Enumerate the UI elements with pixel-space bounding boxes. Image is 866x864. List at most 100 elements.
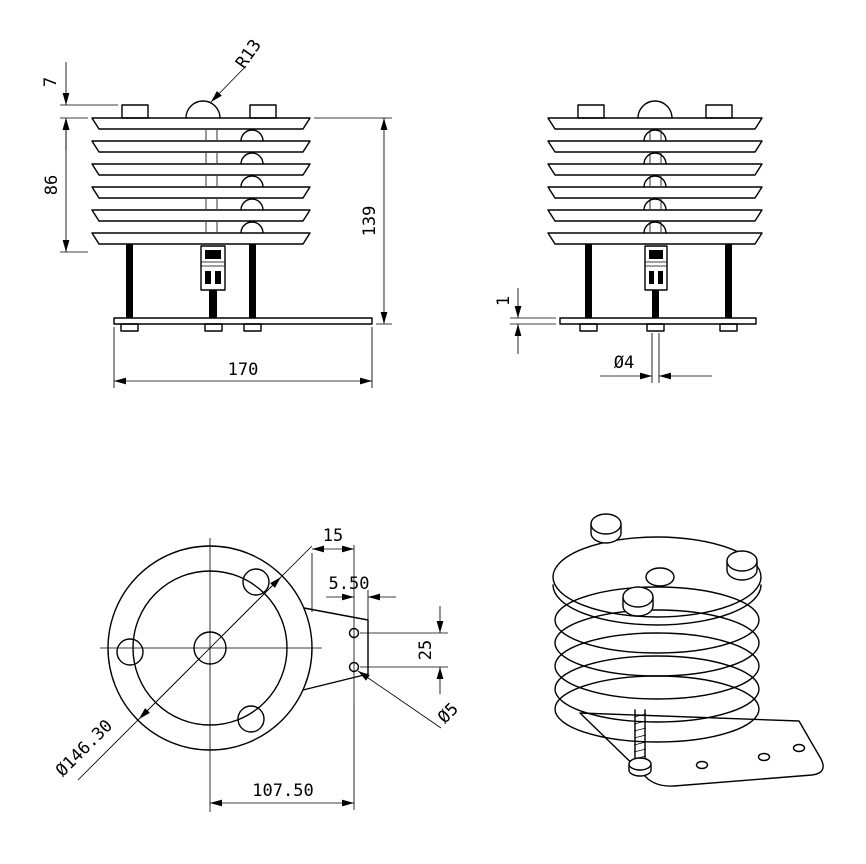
center-hole xyxy=(193,631,227,665)
nut xyxy=(719,323,738,332)
dim-label-total-height: 139 xyxy=(360,206,380,237)
dim-label-outer-diameter: Ø146.30 xyxy=(52,716,117,781)
top-plate-edge xyxy=(552,584,762,626)
dim-arrow xyxy=(138,657,201,720)
dim-label-center-to-hole: 107.50 xyxy=(252,781,313,801)
screw-threads xyxy=(633,713,647,760)
iso-screw xyxy=(628,709,652,777)
dim-label-hole-spacing: 25 xyxy=(416,640,436,660)
louver-ellipse xyxy=(554,632,760,700)
side-legs xyxy=(585,244,732,318)
top-dome xyxy=(185,100,221,119)
top-cap-left xyxy=(121,104,149,119)
dim-base-width: 170 xyxy=(113,327,373,388)
side-base-plate xyxy=(559,317,757,325)
leg-right xyxy=(725,244,732,318)
cap-top xyxy=(590,513,622,535)
front-nuts xyxy=(120,323,262,332)
sensor-pin-right xyxy=(658,271,663,284)
dim-label-plate-thickness: 1 xyxy=(494,296,514,306)
plate-hole xyxy=(695,760,709,770)
dim-label-bolt-diameter: Ø4 xyxy=(614,353,634,373)
side-louver-stack xyxy=(547,117,763,245)
dim-label-edge-offset: 15 xyxy=(323,526,343,546)
sensor-lines xyxy=(645,261,667,267)
sensor-pin-left xyxy=(205,271,211,284)
dim-center-to-hole: 107.50 xyxy=(210,705,355,810)
dim-total-height: 139 xyxy=(314,117,392,325)
leader-line xyxy=(357,670,442,729)
iso-louver-stack xyxy=(554,586,760,743)
front-legs xyxy=(126,244,256,318)
side-inner-dome-arcs xyxy=(643,129,667,234)
louver-ellipse xyxy=(554,655,760,723)
dim-stack-height: 86 xyxy=(42,118,88,253)
extension-lines xyxy=(60,104,118,119)
leg-left xyxy=(585,244,592,318)
louver xyxy=(547,163,763,176)
dim-dome-radius: R13 xyxy=(210,36,266,103)
louver-ellipse xyxy=(554,586,760,654)
side-center-post-lines xyxy=(649,130,662,232)
louver xyxy=(547,140,763,153)
dim-label-hole-edge-offset: 5.50 xyxy=(329,574,370,594)
sensor-block xyxy=(205,250,221,259)
iso-plate-holes xyxy=(695,743,806,770)
louver xyxy=(91,140,311,153)
nut xyxy=(120,323,139,332)
dim-arrow xyxy=(219,576,282,639)
extension-lines xyxy=(510,317,556,325)
cap-top xyxy=(726,550,758,572)
louver-ellipse xyxy=(554,675,760,743)
sensor-stem xyxy=(652,290,659,318)
isometric-view xyxy=(552,513,824,787)
top-cap-right xyxy=(249,104,277,119)
dim-cap-height: 7 xyxy=(41,62,118,150)
sensor-pin-right xyxy=(215,271,221,284)
side-view: 1 Ø4 xyxy=(494,100,763,383)
cap-hole xyxy=(237,705,265,733)
iso-mounting-plate xyxy=(579,712,824,787)
top-cap-right xyxy=(705,104,733,119)
louver xyxy=(547,117,763,130)
iso-top-caps xyxy=(590,513,758,617)
dim-label-cap-height: 7 xyxy=(41,77,61,87)
dim-label-stack-height: 86 xyxy=(42,175,62,195)
mounting-bracket xyxy=(302,607,369,691)
front-sensor-assembly xyxy=(200,245,226,318)
dim-label-hole-diameter: Ø5 xyxy=(434,699,463,728)
dim-label-dome-radius: R13 xyxy=(232,36,266,73)
nut xyxy=(646,323,665,332)
nut xyxy=(243,323,262,332)
outer-circle xyxy=(107,545,313,751)
center-lines xyxy=(100,538,355,812)
front-view: 7 86 139 170 R13 xyxy=(41,36,392,388)
side-sensor-assembly xyxy=(644,245,668,318)
louver xyxy=(547,209,763,222)
sensor-stem xyxy=(209,290,217,318)
cap-hole xyxy=(242,568,270,596)
bracket-hole-top xyxy=(348,627,360,639)
louver xyxy=(91,209,311,222)
louver xyxy=(91,186,311,199)
louver xyxy=(91,232,311,245)
front-center-post-lines xyxy=(205,130,218,232)
sensor-lines xyxy=(201,261,225,267)
plate-hole xyxy=(792,743,806,753)
extension-lines xyxy=(360,632,448,668)
dim-hole-diameter: Ø5 xyxy=(357,670,463,729)
leg-left xyxy=(126,244,133,318)
top-center-hole xyxy=(645,567,675,587)
dim-hole-edge-offset: 5.50 xyxy=(326,574,396,620)
dim-label-base-width: 170 xyxy=(228,360,259,380)
dim-outer-diameter: Ø146.30 xyxy=(52,576,282,781)
extension-lines xyxy=(314,117,392,325)
screw-head-top xyxy=(628,757,652,771)
bracket-hole-bottom xyxy=(348,661,360,673)
louver xyxy=(547,232,763,245)
leader-line xyxy=(210,65,247,103)
screw-shaft xyxy=(634,709,646,763)
bottom-view: 15 5.50 25 Ø5 Ø146.30 xyxy=(52,526,463,812)
